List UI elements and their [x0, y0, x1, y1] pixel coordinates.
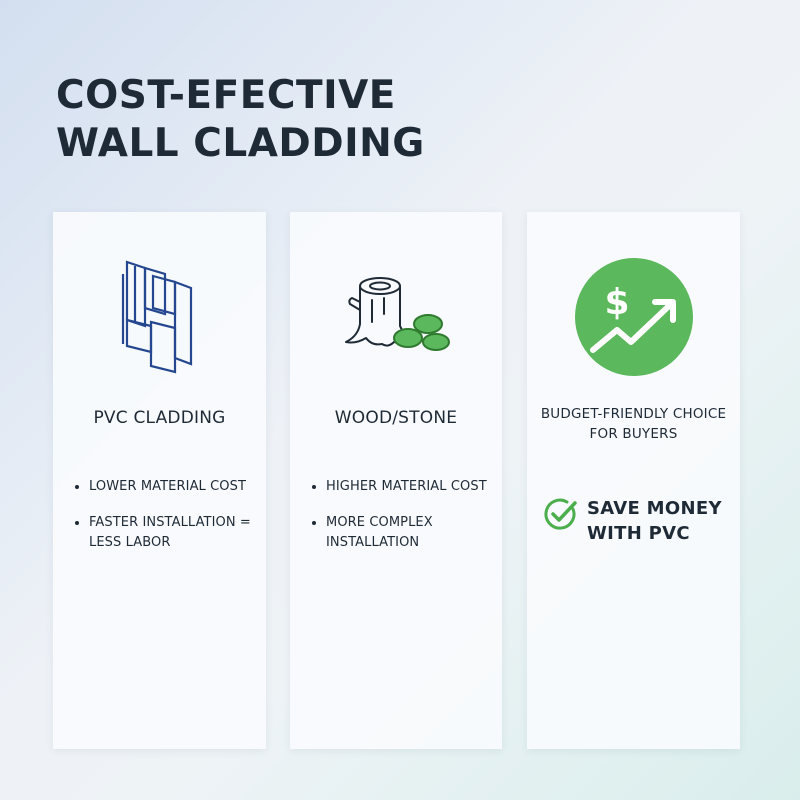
card-wood-stone: WOOD/STONE HIGHER MATERIAL COST MORE COM… [290, 212, 502, 749]
save-money-callout: SAVE MONEY WITH PVC [543, 496, 722, 546]
page-title: COST-EFECTIVE WALL CLADDING [56, 72, 425, 168]
dollar-sign: $ [604, 282, 629, 323]
card-heading: BUDGET-FRIENDLY CHOICE FOR BUYERS [540, 406, 727, 442]
card-heading: PVC CLADDING [93, 408, 226, 428]
card-pvc-cladding: PVC CLADDING LOWER MATERIAL COST FASTER … [53, 212, 266, 749]
list-item: FASTER INSTALLATION = LESS LABOR [75, 513, 260, 553]
card-heading: WOOD/STONE [334, 408, 458, 428]
tree-stump-stones-icon [345, 277, 450, 351]
check-circle-icon [544, 498, 577, 530]
list-item: LOWER MATERIAL COST [75, 477, 260, 497]
pvc-panels-icon [121, 260, 192, 374]
list-item: MORE COMPLEX INSTALLATION [312, 513, 496, 553]
bullet-list: HIGHER MATERIAL COST MORE COMPLEX INSTAL… [312, 477, 496, 569]
list-item: HIGHER MATERIAL COST [312, 477, 496, 497]
title-line-1: COST-EFECTIVE [56, 73, 396, 118]
icon-container [53, 252, 266, 382]
title-line-2: WALL CLADDING [56, 121, 425, 166]
icon-container [290, 252, 502, 382]
card-budget-friendly: $ BUDGET-FRIENDLY CHOICE FOR BUYERS SAVE… [527, 212, 740, 749]
bullet-list: LOWER MATERIAL COST FASTER INSTALLATION … [75, 477, 260, 569]
save-money-text: SAVE MONEY WITH PVC [587, 498, 722, 544]
dollar-growth-icon: $ [574, 258, 693, 376]
icon-container: $ [527, 252, 740, 382]
